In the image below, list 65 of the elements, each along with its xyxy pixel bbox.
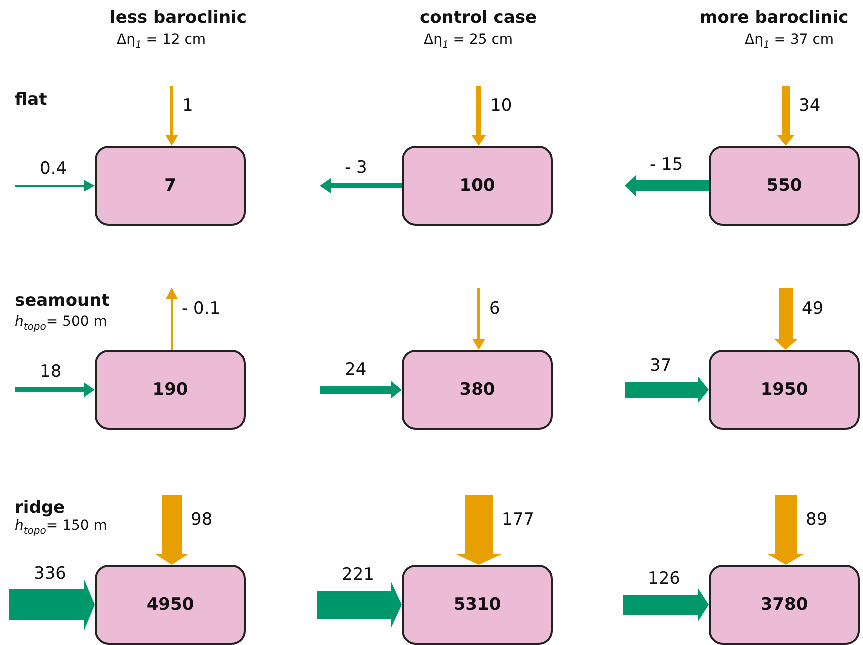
arrow (767, 495, 805, 565)
edge-label: 336 (34, 564, 66, 584)
value-box (402, 350, 553, 430)
arrow (155, 495, 189, 565)
edge-label: 37 (650, 356, 672, 376)
box-value: 3780 (760, 595, 808, 615)
heading: less baroclinic (110, 8, 247, 28)
box-value: 7 (164, 176, 176, 196)
edge-label: 126 (648, 569, 680, 589)
box-value: 1950 (760, 380, 808, 400)
arrow (317, 581, 402, 629)
heading: ridge (15, 498, 66, 518)
box-value: 380 (460, 380, 496, 400)
heading: control case (420, 8, 537, 28)
parameter-label: Δη$_{1}$ = 12 cm (117, 32, 206, 51)
edge-label: 177 (502, 510, 534, 530)
edge-label: 6 (490, 299, 500, 319)
edge-label: 89 (806, 510, 828, 530)
parameter-label: h$_{topo}$= 500 m (15, 314, 108, 333)
parameter-label: Δη$_{1}$ = 37 cm (745, 32, 834, 51)
edge-label: 10 (490, 96, 512, 116)
value-box (402, 565, 553, 645)
box-value: 190 (152, 380, 188, 400)
edge-label: - 0.1 (182, 299, 221, 319)
value-box (95, 146, 246, 226)
value-box (95, 565, 246, 645)
arrow (774, 288, 798, 350)
edge-label: 0.4 (40, 159, 68, 179)
box-value: 100 (460, 176, 496, 196)
parameter-label: h$_{topo}$= 150 m (15, 518, 108, 537)
edge-label: 34 (799, 96, 821, 116)
box-value: 4950 (146, 595, 194, 615)
arrow (455, 495, 503, 565)
edge-label: 49 (802, 299, 824, 319)
arrow (623, 588, 709, 622)
box-value: 550 (766, 176, 802, 196)
edge-label: 1 (182, 96, 194, 116)
arrow (472, 288, 486, 350)
arrow (320, 178, 402, 194)
arrow (777, 86, 795, 146)
arrow (472, 86, 486, 146)
arrow (320, 381, 402, 399)
arrow (166, 288, 178, 350)
arrow (9, 578, 95, 632)
arrow (15, 180, 95, 192)
heading: more baroclinic (700, 8, 849, 28)
edge-label: 18 (40, 362, 62, 382)
value-box (709, 565, 860, 645)
value-box (709, 146, 860, 226)
value-box (95, 350, 246, 430)
edge-label: - 15 (650, 154, 684, 174)
value-box (402, 146, 553, 226)
box-value: 5310 (454, 595, 502, 615)
edge-label: - 3 (345, 158, 368, 178)
heading: seamount (15, 291, 110, 311)
value-box (709, 350, 860, 430)
parameter-label: Δη$_{1}$ = 25 cm (424, 32, 514, 51)
arrow (625, 176, 709, 196)
arrow (625, 376, 709, 404)
edge-label: 24 (345, 360, 367, 380)
arrow (15, 382, 95, 398)
edge-label: 98 (191, 510, 213, 530)
edge-label: 221 (342, 565, 374, 585)
arrow (166, 86, 178, 146)
heading: flat (15, 90, 48, 110)
